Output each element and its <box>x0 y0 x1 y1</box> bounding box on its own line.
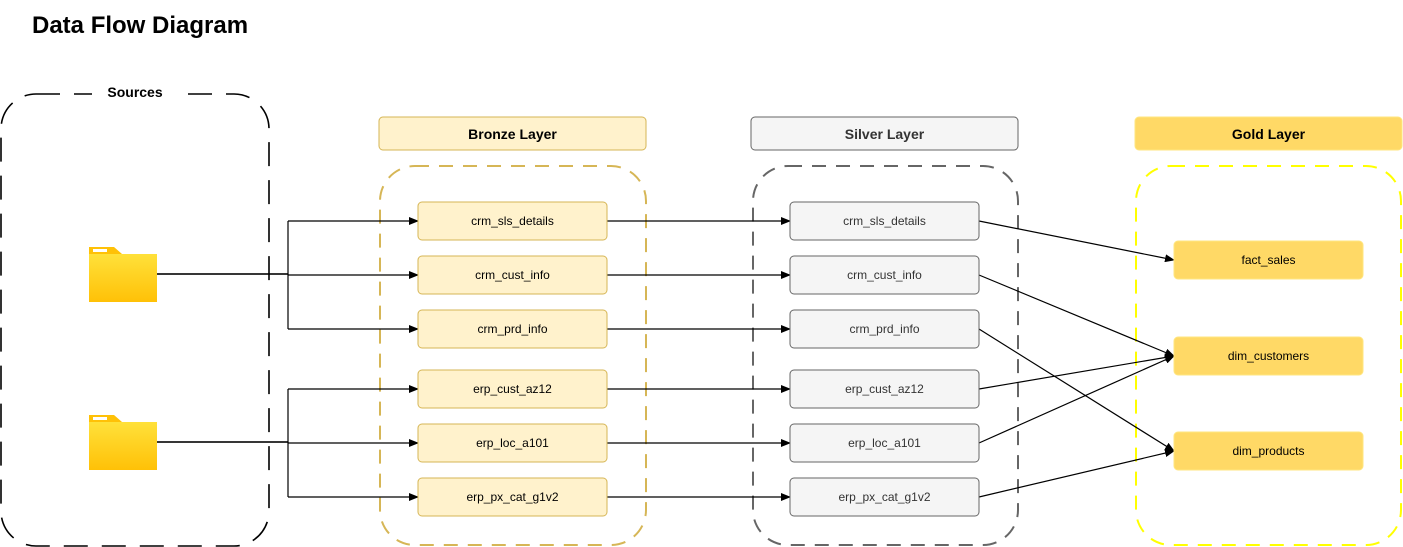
silver-to-gold-edge <box>978 449 1175 498</box>
silver-to-gold-edge <box>978 328 1175 452</box>
silver-table-box <box>789 477 980 517</box>
silver-table-crm-sls-details[interactable]: crm_sls_details <box>789 201 980 241</box>
silver-table-erp-loc-a101[interactable]: erp_loc_a101 <box>789 423 980 463</box>
sources-label: Sources <box>107 84 162 100</box>
bronze-table-box <box>417 369 608 409</box>
silver-table-erp-px-cat-g1v2[interactable]: erp_px_cat_g1v2 <box>789 477 980 517</box>
bronze-table-erp-cust-az12[interactable]: erp_cust_az12 <box>417 369 608 409</box>
bronze-layer-header: Bronze Layer <box>378 116 647 151</box>
bronze-table-crm-prd-info[interactable]: crm_prd_info <box>417 309 608 349</box>
gold-table-dim-customers[interactable]: dim_customers <box>1173 336 1364 376</box>
source-folder-1[interactable] <box>89 247 157 302</box>
gold-table-box <box>1173 431 1364 471</box>
source-folder-2[interactable] <box>89 415 157 470</box>
bronze-table-erp-loc-a101[interactable]: erp_loc_a101 <box>417 423 608 463</box>
bronze-table-crm-sls-details[interactable]: crm_sls_details <box>417 201 608 241</box>
silver-table-label: crm_prd_info <box>849 322 919 336</box>
bronze-table-label: erp_cust_az12 <box>473 382 552 396</box>
silver-to-gold-edge <box>978 220 1175 263</box>
silver-to-gold-edge <box>978 355 1175 444</box>
folder-icon <box>89 415 157 470</box>
gold-table-label: dim_products <box>1232 444 1304 458</box>
silver-table-crm-cust-info[interactable]: crm_cust_info <box>789 255 980 295</box>
silver-to-gold-edge <box>978 353 1175 390</box>
silver-table-box <box>789 309 980 349</box>
silver-table-box <box>789 255 980 295</box>
gold-layer-title: Gold Layer <box>1232 126 1306 142</box>
gold-layer-container <box>1135 165 1402 546</box>
silver-layer-title: Silver Layer <box>845 126 925 142</box>
silver-layer-container <box>752 165 1019 546</box>
silver-table-box <box>789 201 980 241</box>
gold-table-fact-sales[interactable]: fact_sales <box>1173 240 1364 280</box>
bronze-table-label: crm_cust_info <box>475 268 550 282</box>
flow-edges <box>157 217 1175 501</box>
silver-table-label: erp_px_cat_g1v2 <box>838 490 930 504</box>
silver-table-crm-prd-info[interactable]: crm_prd_info <box>789 309 980 349</box>
silver-table-box <box>789 369 980 409</box>
silver-table-label: crm_cust_info <box>847 268 922 282</box>
gold-table-box <box>1173 336 1364 376</box>
diagram-title: Data Flow Diagram <box>32 12 249 39</box>
bronze-layer-title: Bronze Layer <box>468 126 557 142</box>
bronze-table-label: erp_px_cat_g1v2 <box>466 490 558 504</box>
gold-table-label: dim_customers <box>1228 349 1309 363</box>
silver-tables: crm_sls_details crm_cust_info crm_prd_info… <box>789 201 980 517</box>
silver-table-label: erp_cust_az12 <box>845 382 924 396</box>
bronze-table-box <box>417 309 608 349</box>
silver-table-label: erp_loc_a101 <box>848 436 921 450</box>
gold-tables: fact_sales dim_customers dim_products <box>1173 240 1364 471</box>
bronze-table-label: crm_sls_details <box>471 214 554 228</box>
bronze-table-box <box>417 255 608 295</box>
gold-layer-header: Gold Layer <box>1134 116 1403 151</box>
silver-layer-header: Silver Layer <box>750 116 1019 151</box>
silver-table-erp-cust-az12[interactable]: erp_cust_az12 <box>789 369 980 409</box>
silver-table-label: crm_sls_details <box>843 214 926 228</box>
bronze-table-box <box>417 477 608 517</box>
silver-table-box <box>789 423 980 463</box>
gold-table-label: fact_sales <box>1241 253 1295 267</box>
gold-table-dim-products[interactable]: dim_products <box>1173 431 1364 471</box>
bronze-table-label: erp_loc_a101 <box>476 436 549 450</box>
bronze-layer-container <box>379 165 647 546</box>
gold-table-box <box>1173 240 1364 280</box>
bronze-table-box <box>417 423 608 463</box>
bronze-table-crm-cust-info[interactable]: crm_cust_info <box>417 255 608 295</box>
silver-to-gold-edge <box>978 274 1175 357</box>
bronze-table-label: crm_prd_info <box>477 322 547 336</box>
bronze-table-box <box>417 201 608 241</box>
bronze-tables: crm_sls_details crm_cust_info crm_prd_info… <box>417 201 608 517</box>
sources-container: Sources <box>0 82 270 547</box>
folder-icon <box>89 247 157 302</box>
bronze-table-erp-px-cat-g1v2[interactable]: erp_px_cat_g1v2 <box>417 477 608 517</box>
